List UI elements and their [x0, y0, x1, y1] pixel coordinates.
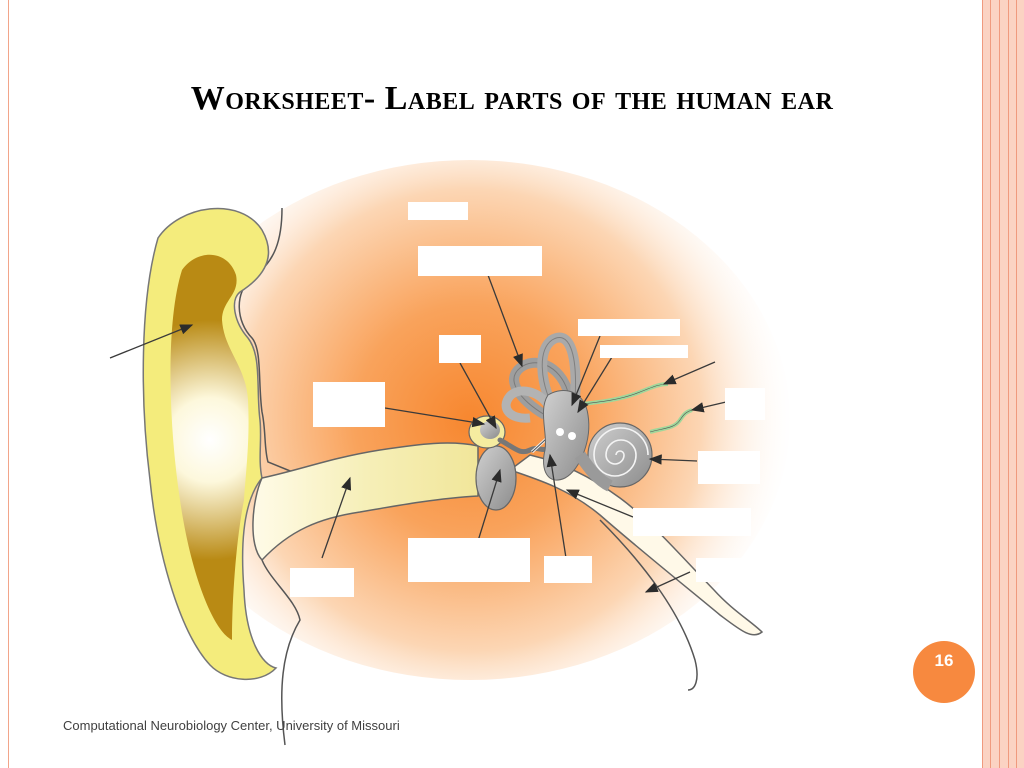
eustachian-tube — [508, 454, 764, 636]
blank-label-box[interactable] — [439, 335, 481, 363]
skin-outline — [599, 519, 698, 691]
blank-label-box[interactable] — [408, 538, 530, 582]
blank-label-box[interactable] — [725, 388, 765, 420]
oval-window — [556, 428, 564, 436]
leader-line — [487, 274, 523, 368]
slide-frame-line — [982, 0, 983, 768]
leader-line — [577, 356, 613, 414]
blank-label-box[interactable] — [696, 558, 754, 582]
blank-label-box[interactable] — [578, 319, 680, 336]
leader-lines — [109, 274, 727, 593]
blank-label-box[interactable] — [72, 360, 102, 384]
leader-line — [384, 407, 486, 428]
page-number-badge: 16 — [913, 641, 975, 703]
leader-line — [477, 468, 502, 542]
blank-label-box[interactable] — [600, 345, 688, 358]
leader-line — [662, 361, 716, 385]
slide-frame-right-band — [982, 0, 1024, 768]
leader-line — [648, 454, 698, 465]
leader-line — [644, 571, 691, 593]
blank-label-box[interactable] — [313, 382, 385, 427]
slide-frame-line — [990, 0, 991, 768]
pinna-concha — [170, 254, 249, 640]
slide-title: Worksheet- Label parts of the human ear — [190, 80, 834, 117]
slide-frame-line — [1008, 0, 1009, 768]
skin-outline — [238, 207, 301, 476]
semicircular-canal — [513, 362, 569, 416]
leader-line — [546, 453, 567, 559]
blank-label-box[interactable] — [544, 556, 592, 583]
skin-outline — [261, 559, 301, 746]
leader-line — [571, 335, 601, 407]
slide-frame-left-line — [8, 0, 9, 768]
blank-label-box[interactable] — [408, 202, 468, 220]
leader-line — [321, 476, 352, 559]
ear-canal — [252, 442, 479, 562]
semicircular-canal — [541, 337, 577, 406]
vestibular-nerve — [581, 383, 669, 405]
eardrum — [475, 445, 517, 511]
blank-label-box[interactable] — [290, 568, 354, 597]
cochlea-spiral — [593, 427, 649, 477]
semicircular-canal — [501, 386, 552, 423]
slide-footer: Computational Neurobiology Center, Unive… — [63, 718, 400, 733]
round-window — [568, 432, 576, 440]
cochlear-nerve — [649, 409, 693, 433]
leader-line — [690, 401, 727, 413]
incus — [497, 437, 551, 455]
background-glow — [150, 160, 790, 680]
leader-line — [459, 362, 497, 430]
leader-line — [565, 489, 634, 518]
slide-frame-line — [999, 0, 1000, 768]
leader-line — [109, 324, 194, 359]
slide-frame-line — [1016, 0, 1017, 768]
cochlea-connector — [575, 451, 613, 492]
blank-label-box[interactable] — [633, 508, 751, 536]
blank-label-box[interactable] — [698, 451, 760, 484]
blank-label-box[interactable] — [418, 246, 542, 276]
